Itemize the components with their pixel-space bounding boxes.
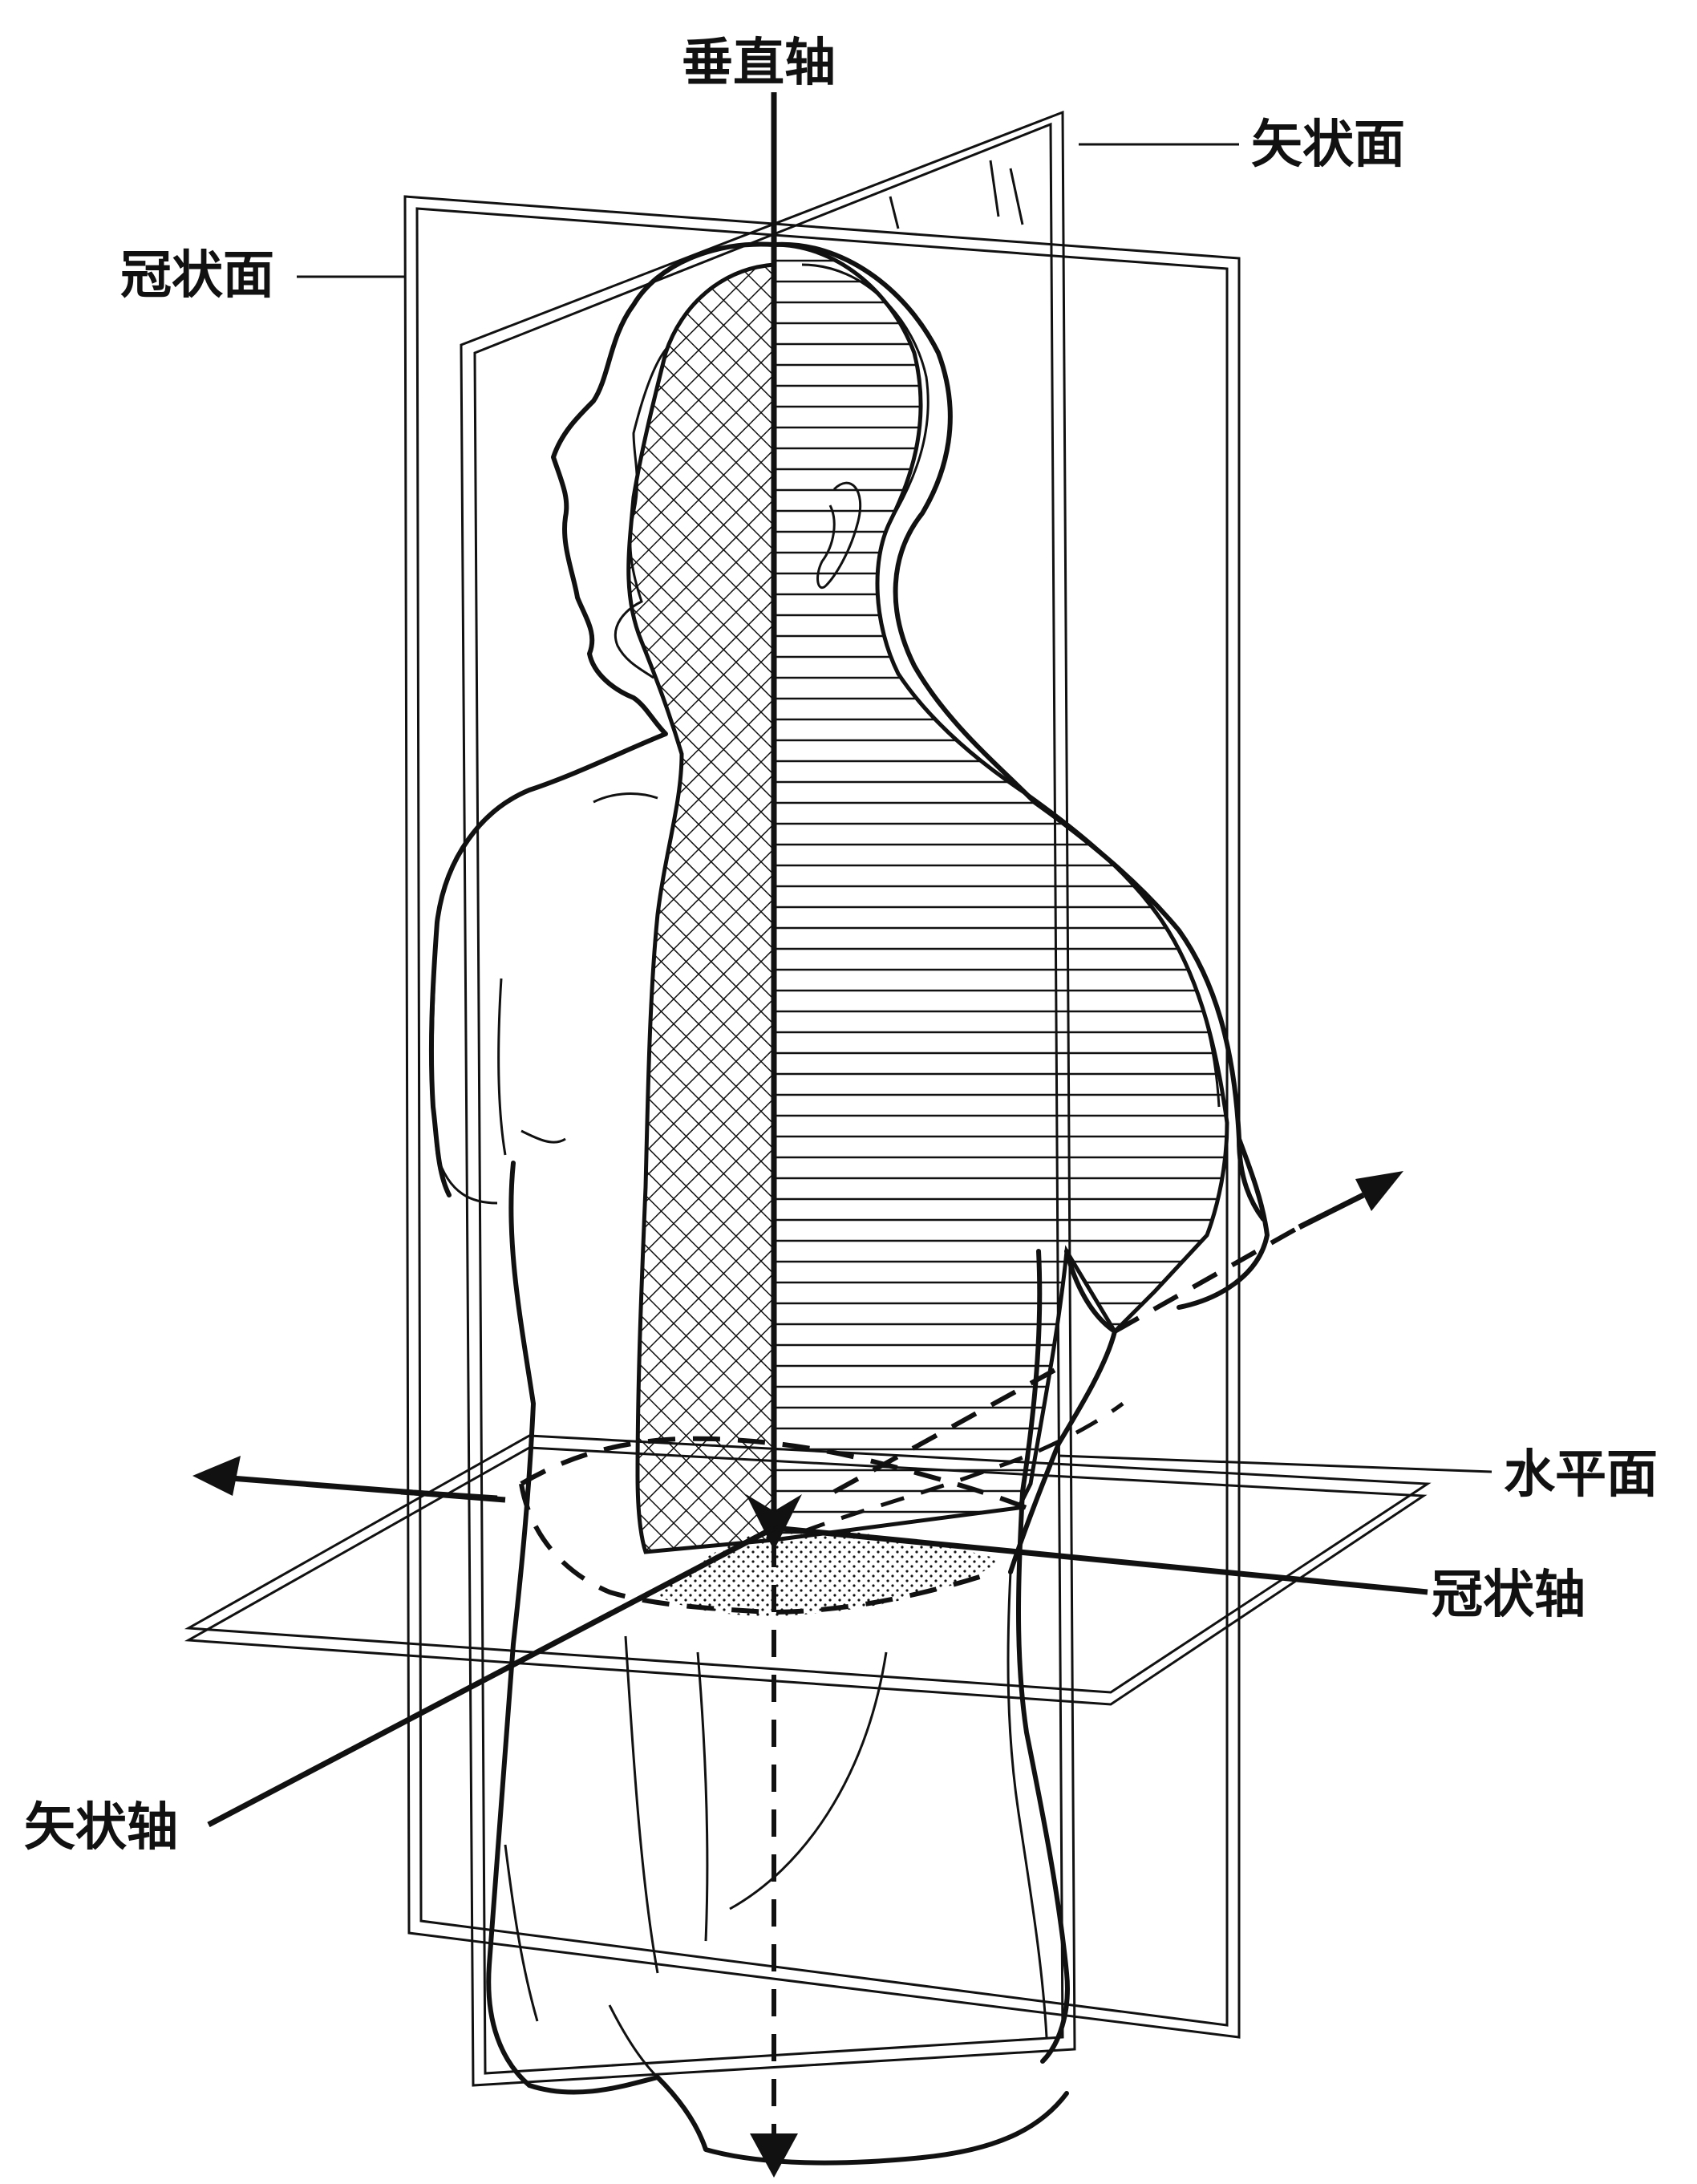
sagittal-axis-label: 矢状轴 bbox=[24, 1798, 178, 1858]
coronal-section-lines bbox=[774, 245, 1227, 1540]
sagittal-plane-label: 矢状面 bbox=[1251, 115, 1405, 175]
coronal-plane-label: 冠状面 bbox=[120, 246, 274, 306]
coronal-axis-label: 冠状轴 bbox=[1432, 1566, 1586, 1625]
horizontal-plane-label: 水平面 bbox=[1504, 1445, 1658, 1505]
sagittal-section-crosshatch bbox=[629, 265, 774, 1552]
horizontal-plane-leader bbox=[1059, 1456, 1492, 1472]
vertical-axis-label: 垂直轴 bbox=[682, 34, 836, 93]
